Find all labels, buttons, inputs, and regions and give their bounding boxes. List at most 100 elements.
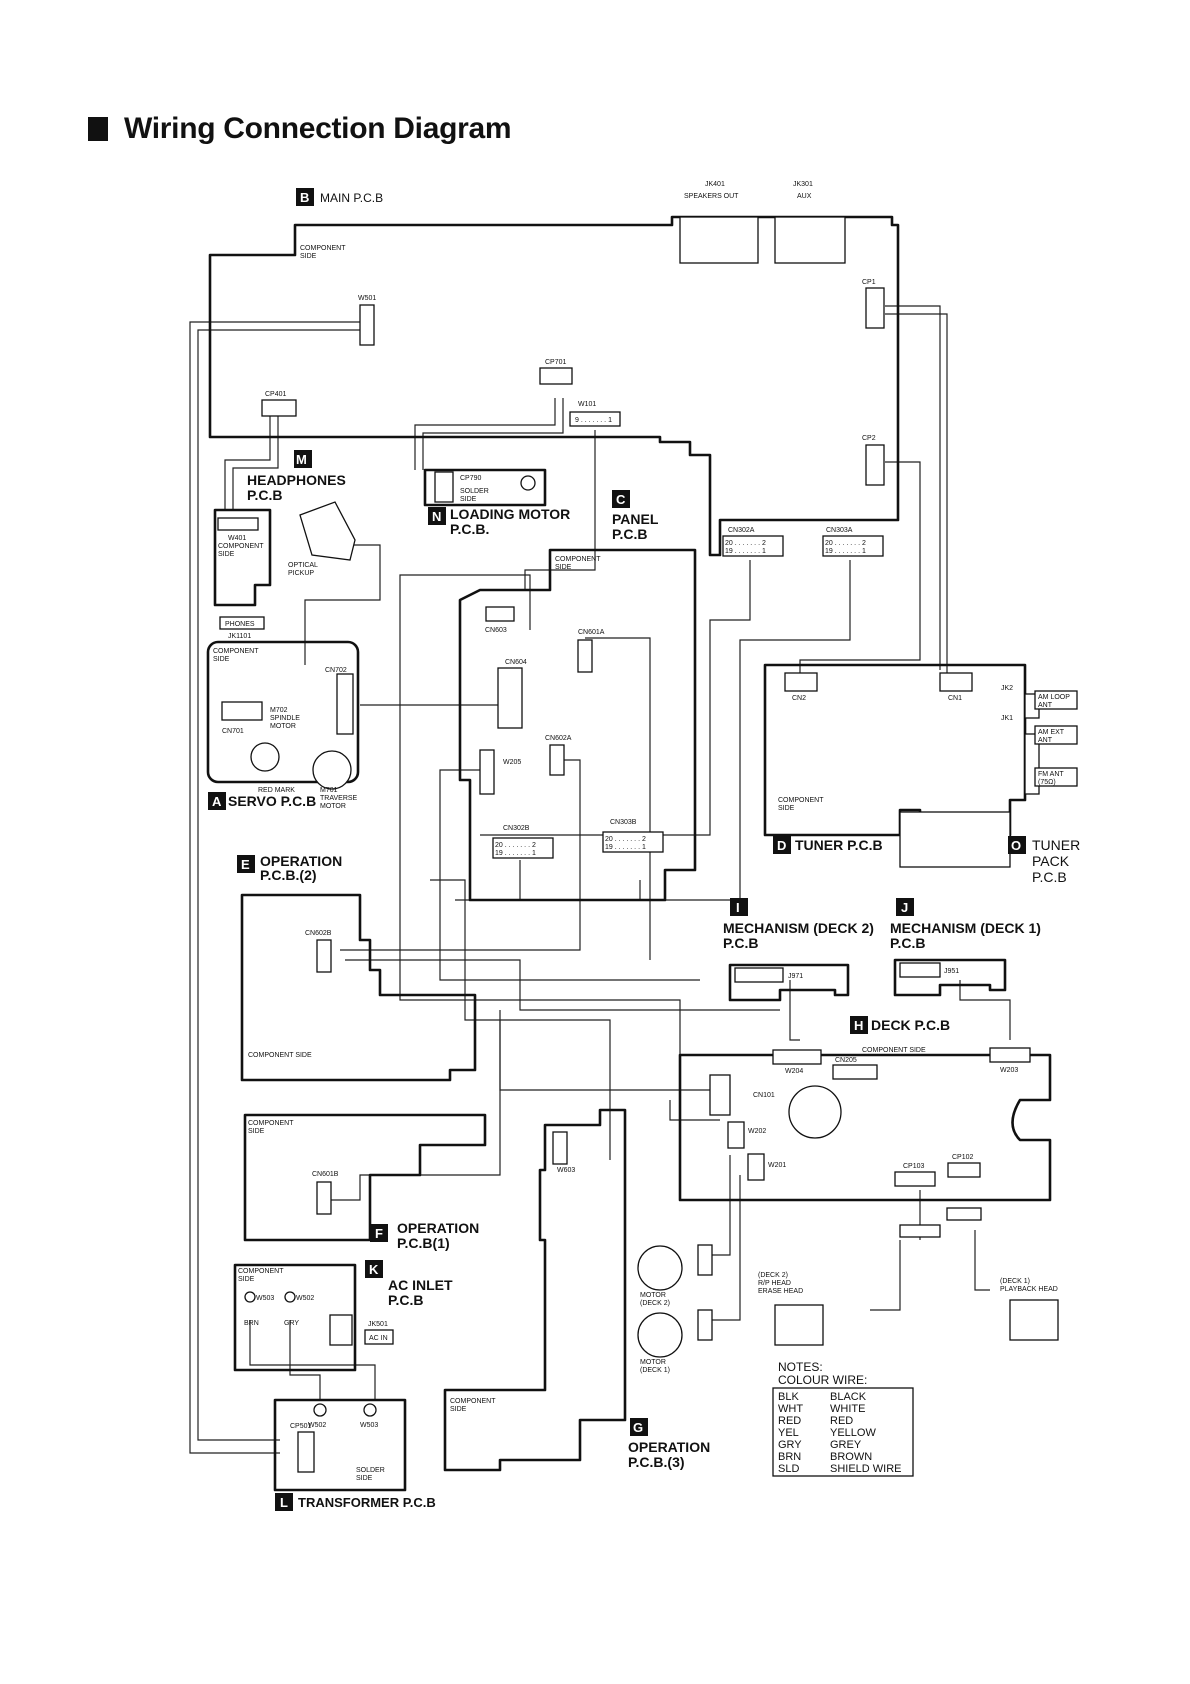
badge-c: C — [612, 490, 630, 508]
main-pcb-name: MAIN P.C.B — [320, 191, 383, 205]
mechanism-deck1-outline — [893, 958, 1007, 997]
w502-terminal — [284, 1291, 296, 1303]
speakers-out-jack — [679, 216, 759, 264]
spindle-motor-icon — [250, 742, 280, 772]
w202-label: W202 — [748, 1128, 766, 1135]
cp103-plug — [899, 1224, 941, 1238]
svg-text:E: E — [241, 857, 250, 872]
ac-component-1: COMPONENT — [238, 1268, 284, 1275]
deck1-motor-label-2: (DECK 1) — [640, 1367, 670, 1374]
operation1-name-1: OPERATION — [397, 1220, 479, 1236]
cn601b-label: CN601B — [312, 1171, 339, 1178]
cn303b-pins-bottom: 19 . . . . . . . 1 — [605, 844, 646, 851]
cn302b-label: CN302B — [503, 825, 530, 832]
badge-a: A — [208, 792, 226, 810]
wires — [189, 305, 1011, 1454]
w401-connector — [217, 517, 259, 531]
notes-code-wht: WHT — [778, 1403, 803, 1415]
notes-code-yel: YEL — [778, 1427, 799, 1439]
connectors — [217, 287, 1078, 1477]
cp501-connector — [297, 1431, 315, 1473]
panel-component-1: COMPONENT — [555, 556, 601, 563]
cn303a-connector — [822, 535, 884, 557]
badges: B M N C A D O E I J H F K G L — [208, 188, 1026, 1511]
notes-code-gry: GRY — [778, 1439, 802, 1451]
cp1-connector — [865, 287, 885, 329]
svg-text:F: F — [375, 1226, 383, 1241]
notes-name-sld: SHIELD WIRE — [830, 1463, 902, 1475]
deck1-motor-plug — [697, 1309, 713, 1341]
svg-text:C: C — [616, 492, 626, 507]
ac-in-label: AC IN — [369, 1335, 388, 1342]
mechanism-deck1-name-1: MECHANISM (DECK 1) — [890, 920, 1041, 936]
w603-connector — [552, 1131, 568, 1165]
cn602b-connector — [316, 939, 332, 973]
cn303a-pins-bottom: 19 . . . . . . . 1 — [825, 548, 866, 555]
notes-code-brn: BRN — [778, 1451, 801, 1463]
cn702-label: CN702 — [325, 667, 347, 674]
title-bullet — [88, 117, 108, 141]
cp401-connector — [261, 399, 297, 417]
cn303a-label: CN303A — [826, 527, 853, 534]
cp790-connector — [434, 471, 454, 503]
page-title-text: Wiring Connection Diagram — [124, 112, 512, 145]
optical-pickup-label-2: PICKUP — [288, 570, 314, 577]
operation3-pcb-outline — [443, 1108, 627, 1472]
optical-pickup-label-1: OPTICAL — [288, 562, 318, 569]
notes-code-sld: SLD — [778, 1463, 799, 1475]
cn302a-label: CN302A — [728, 527, 755, 534]
deck2-motor-plug — [697, 1244, 713, 1276]
cn602a-connector — [549, 744, 565, 776]
w204-connector — [772, 1049, 822, 1065]
m702-label-2: SPINDLE — [270, 715, 300, 722]
w201-label: W201 — [768, 1162, 786, 1169]
board-names: MAIN P.C.B HEADPHONES P.C.B LOADING MOTO… — [228, 191, 1080, 1510]
deck-pcb-outline — [678, 1053, 1052, 1202]
cn303a-pins-top: 20 . . . . . . . 2 — [825, 540, 866, 547]
panel-pcb-outline — [458, 548, 697, 902]
fm-ant-terminal — [1034, 767, 1078, 787]
jk1-label: JK1 — [1001, 715, 1013, 722]
w502-ac-label: W502 — [296, 1295, 314, 1302]
jk501-label: JK501 — [368, 1321, 388, 1328]
svg-text:L: L — [280, 1495, 288, 1510]
phones-jack-label-box — [219, 616, 265, 630]
notes-name-gry: GREY — [830, 1439, 862, 1451]
cn602b-label: CN602B — [305, 930, 332, 937]
badge-e: E — [237, 855, 255, 873]
component-labels: JK401 SPEAKERS OUT JK301 AUX COMPONENT S… — [213, 181, 1070, 1482]
w101-pins: 9 . . . . . . . 1 — [575, 417, 612, 424]
svg-text:N: N — [432, 509, 441, 524]
cn1-connector — [939, 672, 973, 692]
badge-d: D — [773, 836, 791, 854]
m702-label-1: M702 — [270, 707, 288, 714]
w203-connector — [989, 1047, 1031, 1063]
cn701-label: CN701 — [222, 728, 244, 735]
w203-label: W203 — [1000, 1067, 1018, 1074]
notes-name-red: RED — [830, 1415, 853, 1427]
board-outlines — [206, 215, 1059, 1492]
main-pcb-outline — [208, 215, 900, 557]
operation3-component-2: SIDE — [450, 1406, 467, 1413]
w202-connector — [727, 1121, 745, 1149]
cn1-label: CN1 — [948, 695, 962, 702]
j971-label: J971 — [788, 973, 803, 980]
deck-component-side: COMPONENT SIDE — [862, 1047, 926, 1054]
servo-pcb-outline — [206, 640, 360, 784]
panel-pcb-name-1: PANEL — [612, 511, 659, 527]
servo-pcb-name: SERVO P.C.B — [228, 793, 316, 809]
deck2-head-label-1: (DECK 2) — [758, 1272, 788, 1279]
tuner-pack-name-3: P.C.B — [1032, 869, 1067, 885]
j971-connector — [734, 967, 784, 983]
cn604-label: CN604 — [505, 659, 527, 666]
loading-motor-name-1: LOADING MOTOR — [450, 506, 570, 522]
cn601b-connector — [316, 1181, 332, 1215]
cn604-connector — [497, 667, 523, 729]
operation1-name-2: P.C.B(1) — [397, 1235, 450, 1251]
w501-label: W501 — [358, 295, 376, 302]
operation2-name-2: P.C.B.(2) — [260, 867, 317, 883]
cn303b-label: CN303B — [610, 819, 637, 826]
page-title: Wiring Connection Diagram — [88, 112, 512, 146]
